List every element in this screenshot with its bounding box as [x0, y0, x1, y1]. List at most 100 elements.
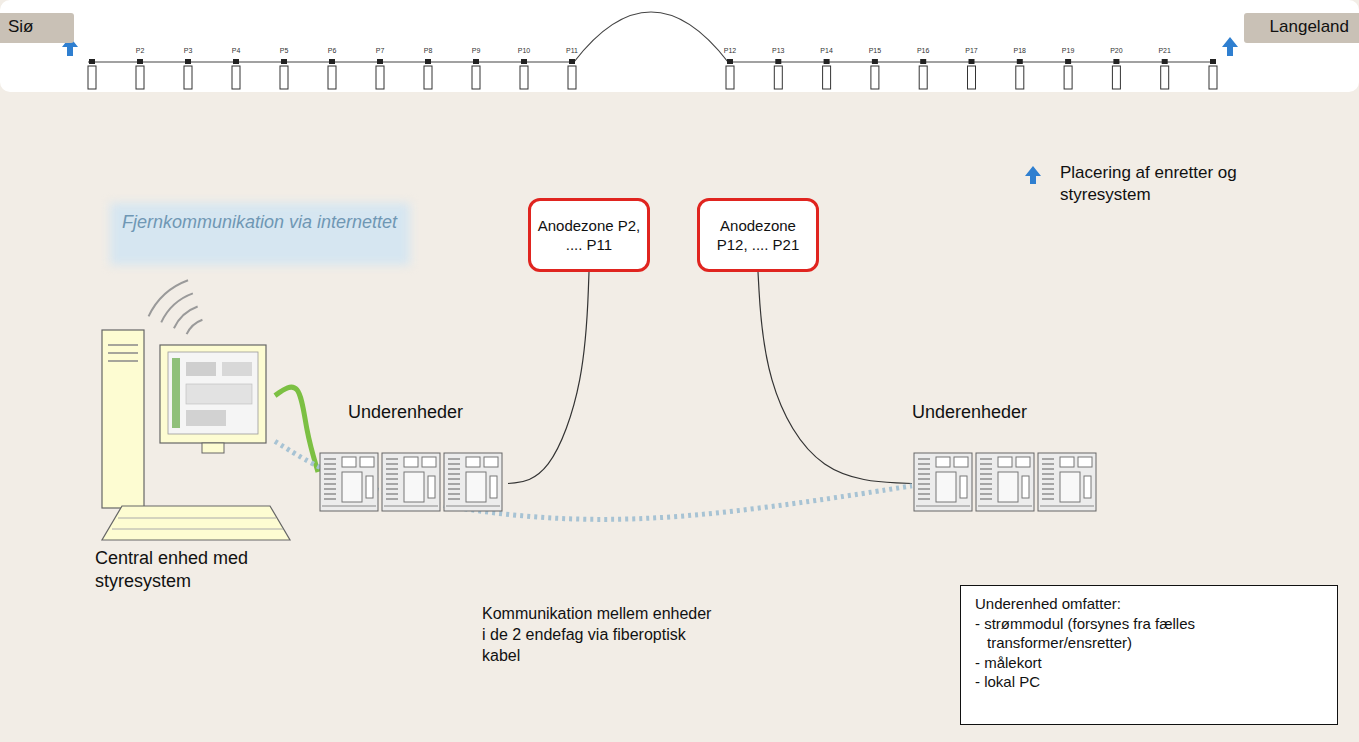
wireless-waves — [149, 280, 203, 334]
wireless-wave — [187, 320, 203, 334]
sub-unit-cabinet — [914, 453, 972, 511]
screen-panel — [186, 384, 252, 404]
drive-slot — [108, 344, 138, 346]
bearing — [824, 59, 830, 64]
bearing — [89, 59, 95, 64]
bearing — [185, 59, 191, 64]
pier-number: P9 — [466, 47, 486, 54]
bridge-pillar — [328, 66, 336, 89]
list-item: - lokal PC — [975, 672, 1323, 692]
bearing — [137, 59, 143, 64]
bridge-pillar — [1016, 66, 1024, 89]
anode-cable — [758, 272, 912, 484]
bridge-pillar — [871, 66, 879, 89]
cabinet-illustration — [912, 452, 1102, 514]
drive-slot — [108, 352, 138, 354]
sub-unit-cabinet — [976, 453, 1034, 511]
monitor-screen — [168, 352, 258, 434]
monitor-frame — [160, 345, 266, 443]
rectifier-markers — [62, 37, 1238, 56]
keyboard-row — [112, 529, 283, 530]
list-item: - målekort — [975, 653, 1323, 673]
cabinet-illustration — [318, 452, 508, 514]
drive-slot — [108, 360, 138, 362]
bridge-pillar — [568, 66, 576, 89]
bearing — [425, 59, 431, 64]
bearing — [233, 59, 239, 64]
shore-box: Siø — [0, 13, 74, 43]
pier-number: P4 — [226, 47, 246, 54]
list-item: - strømmodul (forsynes fra fælles transf… — [975, 614, 1323, 653]
bridge-pillar — [136, 66, 144, 89]
node-text: Siø — [8, 17, 66, 37]
bridge-pillar — [919, 66, 927, 89]
bridge-pillar — [1161, 66, 1169, 89]
sub-unit-cabinet — [320, 453, 378, 511]
node-text: Langeland — [1254, 17, 1349, 37]
bridge-pillar — [232, 66, 240, 89]
bearing — [281, 59, 287, 64]
pier-number: P11 — [562, 47, 582, 54]
cable-connector — [275, 387, 318, 472]
computer-illustration — [102, 330, 290, 540]
node-text: Underenheder — [348, 402, 508, 423]
node-text: Anodezone P2, .... P11 — [537, 216, 641, 255]
anode-zone-box: Anodezone P2, .... P11 — [528, 198, 650, 272]
sub-unit-group: Underenheder — [912, 400, 1102, 516]
anode-cable — [508, 272, 589, 484]
keyboard — [102, 506, 290, 540]
bridge-pillar — [1112, 66, 1120, 89]
text-holder: Anodezone P2, .... P11 — [537, 216, 641, 255]
bearing — [1017, 59, 1023, 64]
bearing — [329, 59, 335, 64]
bridge-pillar — [280, 66, 288, 89]
monitor-stand — [202, 443, 224, 453]
pier-number: P15 — [865, 47, 885, 54]
pier-number: P17 — [962, 47, 982, 54]
bridge-pillar — [968, 66, 976, 89]
fiber-connector — [275, 441, 912, 519]
pier-number: P5 — [274, 47, 294, 54]
pier-number: P14 — [817, 47, 837, 54]
bearing — [727, 59, 733, 64]
bearing — [775, 59, 781, 64]
pier-number: P7 — [370, 47, 390, 54]
remote-comm-box: Fjernkommunikation via internettet — [110, 203, 410, 265]
wireless-wave — [149, 280, 189, 316]
bearing — [969, 59, 975, 64]
shore-box: Langeland — [1244, 13, 1359, 43]
bearing — [521, 59, 527, 64]
legend-entry: Placering af enretter og styresystem — [1022, 162, 1312, 206]
bridge-elevation — [88, 12, 1217, 89]
pier-number: P13 — [768, 47, 788, 54]
screen-panel — [172, 358, 180, 428]
pier-number: P6 — [322, 47, 342, 54]
screen-panel — [186, 410, 226, 426]
screen-panel — [222, 362, 252, 376]
anode-zone-box: Anodezone P12, .... P21 — [697, 198, 819, 272]
central-unit: Central enhed med styresystem — [95, 295, 275, 600]
bearing — [1162, 59, 1168, 64]
bridge-band — [0, 0, 1359, 92]
node-text: Fjernkommunikation via internettet — [122, 211, 398, 234]
bearing — [920, 59, 926, 64]
bridge-pillar — [88, 66, 96, 89]
bridge-pillar — [184, 66, 192, 89]
rectifier-arrow — [1222, 37, 1238, 56]
pier-number: P21 — [1155, 47, 1175, 54]
node-text: Underenhed omfatter: — [975, 594, 1323, 614]
node-text: Central enhed med styresystem — [95, 547, 275, 592]
bridge-pillar — [774, 66, 782, 89]
wireless-wave — [161, 293, 193, 322]
bridge-arch — [574, 12, 728, 62]
pier-number: P16 — [913, 47, 933, 54]
screen-panel — [186, 362, 216, 376]
bridge-pillar — [520, 66, 528, 89]
bridge-pillar — [726, 66, 734, 89]
bearing — [473, 59, 479, 64]
pier-number: P20 — [1106, 47, 1126, 54]
sub-unit-cabinet — [382, 453, 440, 511]
bearing — [1113, 59, 1119, 64]
